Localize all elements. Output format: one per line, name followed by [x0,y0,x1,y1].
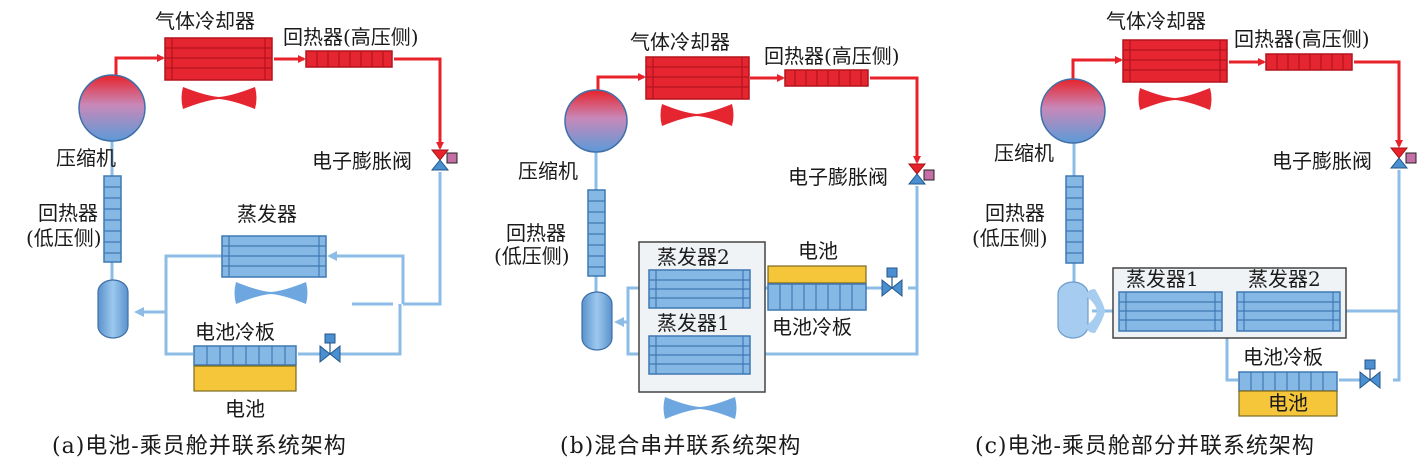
battery-cold-plate-c [1238,371,1338,392]
evaporator-1-c [1118,291,1223,332]
label-b-battery: 电池 [798,239,838,263]
pipe-c-ihx-to-valve [1354,60,1403,148]
battery-cold-plate-a [193,345,297,366]
pipe-a-to-evaporator [327,251,405,304]
label-c-compressor: 压缩机 [994,141,1054,165]
evaporator-a [221,235,327,278]
fan-icon-b-evap [663,397,737,419]
label-c-recuperator-lp-1: 回热器 [985,201,1045,225]
label-a-gas-cooler: 气体冷却器 [155,9,255,33]
label-a-recuperator-lp-2: (低压侧) [26,226,102,250]
recuperator-lp-c [1065,175,1084,264]
panel-b: 气体冷却器 回热器(高压侧) 压缩机 电子膨胀阀 回热器 (低压侧) 蒸发器2 … [494,30,935,459]
recuperator-hp-a [305,50,393,68]
accumulator-a [97,279,129,339]
recuperator-lp-a [103,175,122,263]
valve-icon-c-battery[interactable] [1359,359,1381,390]
label-a-battery: 电池 [225,397,265,421]
pipe-b-ihx-to-valve [870,76,921,164]
label-b-recuperator-lp-2: (低压侧) [494,244,570,268]
pipe-a-evap-out [164,254,222,356]
panel-c: 气体冷却器 回热器(高压侧) 压缩机 电子膨胀阀 回热器 (低压侧) 蒸发器1 … [972,9,1417,459]
recuperator-hp-c [1265,53,1353,71]
panel-a: 气体冷却器 回热器(高压侧) 压缩机 电子膨胀阀 回热器 (低压侧) 蒸发器 电… [26,9,458,459]
pipe-b-valve-to-evap1 [756,186,919,356]
recuperator-hp-b [784,69,869,87]
caption-c: (c)电池-乘员舱部分并联系统架构 [975,434,1315,459]
compressor-b [564,89,628,153]
pipe-a-discharge [114,54,165,76]
label-b-gas-cooler: 气体冷却器 [630,30,730,54]
accumulator-c [1057,281,1089,339]
caption-a: (a)电池-乘员舱并联系统架构 [52,434,347,459]
fan-icon-c-top [1138,88,1212,110]
label-b-evaporator-1: 蒸发器1 [657,311,730,335]
expansion-valve-icon-b[interactable] [907,163,935,185]
label-c-expansion-valve: 电子膨胀阀 [1272,149,1372,173]
label-c-battery: 电池 [1268,391,1308,415]
label-c-battery-cold-plate: 电池冷板 [1243,345,1323,369]
pipe-a-ihx-to-valve [394,57,444,150]
valve-icon-a-battery[interactable] [319,333,341,364]
label-a-recuperator-lp-1: 回热器 [38,201,98,225]
label-a-compressor: 压缩机 [56,146,116,170]
label-c-recuperator-lp-2: (低压侧) [972,226,1048,250]
pipe-a-valve-down [352,172,442,306]
expansion-valve-icon-a[interactable] [430,149,458,171]
gas-cooler-a [164,37,273,81]
label-b-recuperator-hp: 回热器(高压侧) [764,44,900,68]
battery-cold-plate-b [767,283,867,311]
label-a-battery-cold-plate: 电池冷板 [195,320,275,344]
label-b-compressor: 压缩机 [518,159,578,183]
battery-c [1238,390,1338,417]
valve-icon-b-battery[interactable] [881,267,903,298]
label-c-evaporator-1: 蒸发器1 [1126,267,1199,291]
recuperator-lp-b [587,189,606,277]
evaporator-2-b [648,269,751,309]
label-b-battery-cold-plate: 电池冷板 [772,315,852,339]
expansion-valve-icon-c[interactable] [1389,147,1417,169]
gas-cooler-b [645,56,750,100]
accumulator-b [581,291,613,351]
gas-cooler-c [1122,39,1228,83]
fan-icon-a-evap [234,282,308,304]
label-c-recuperator-hp: 回热器(高压侧) [1234,27,1370,51]
label-c-evaporator-2: 蒸发器2 [1248,267,1321,291]
pipe-c-discharge [1071,56,1123,83]
compressor-c [1040,78,1106,144]
evaporator-2-c [1236,291,1341,332]
pipe-c-valve-down [1339,170,1401,382]
battery-a [193,365,297,392]
compressor-a [78,74,146,142]
label-b-expansion-valve: 电子膨胀阀 [788,165,888,189]
fan-icon-a-top [181,87,257,109]
label-b-recuperator-lp-1: 回热器 [506,221,566,245]
label-b-evaporator-2: 蒸发器2 [657,245,730,269]
label-a-recuperator-hp: 回热器(高压侧) [283,25,419,49]
label-c-gas-cooler: 气体冷却器 [1106,9,1206,33]
battery-b [767,265,867,284]
evaporator-1-b [648,335,751,375]
fan-icon-c-evap [1086,289,1105,333]
label-a-evaporator: 蒸发器 [237,202,297,226]
pipe-a-valve2 [335,304,402,356]
label-a-expansion-valve: 电子膨胀阀 [312,149,412,173]
fan-icon-b-top [660,104,734,126]
caption-b: (b)混合串并联系统架构 [560,434,801,459]
